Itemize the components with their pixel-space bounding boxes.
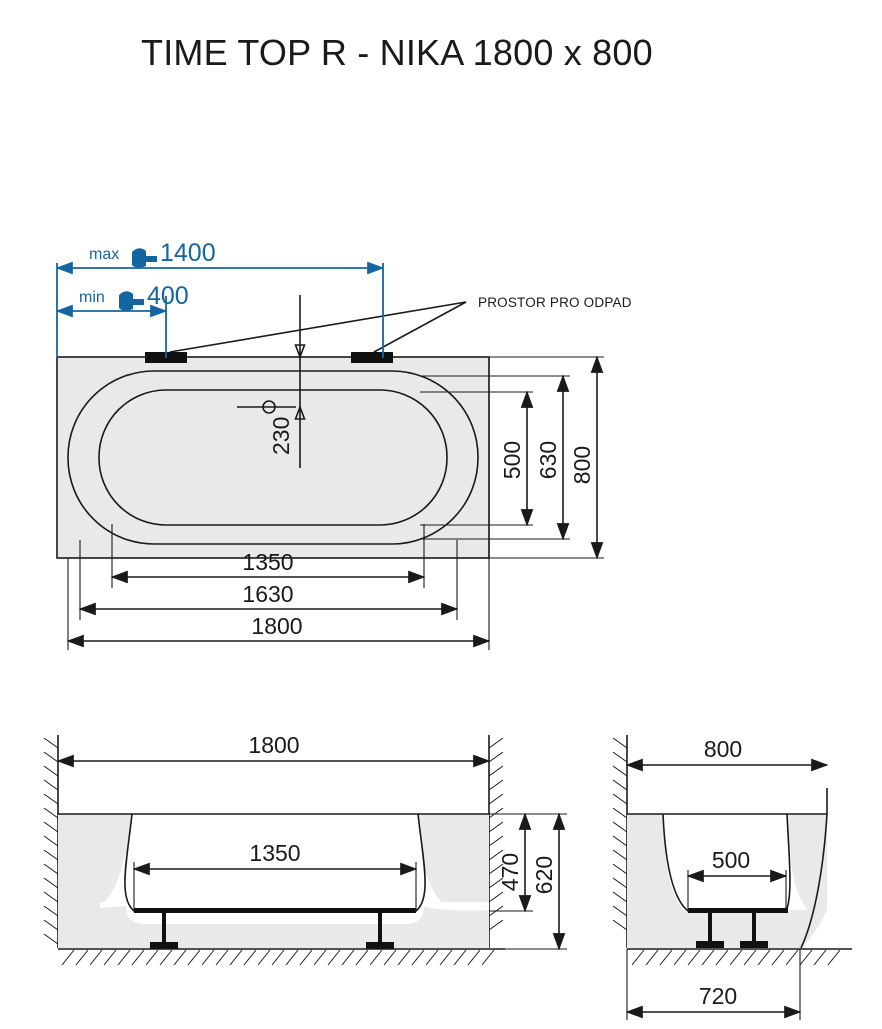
front-dim-470-label: 470	[497, 853, 523, 891]
side-outer-apron	[800, 813, 828, 949]
front-foot-right	[366, 942, 394, 949]
side-leg-right	[752, 913, 756, 945]
drain-offset-arrow-bottom	[294, 404, 306, 420]
side-floor-hatching	[631, 949, 841, 966]
front-left-wall-hatching	[43, 737, 59, 945]
front-left-shoulder-fill	[58, 814, 132, 902]
front-foot-left	[150, 942, 178, 949]
dim-1800-label: 1800	[251, 613, 302, 639]
min-faucet-prefix: min	[79, 289, 105, 306]
max-faucet-prefix: max	[89, 246, 119, 263]
front-dim-1350-label: 1350	[249, 840, 300, 866]
dim-1630-label: 1630	[242, 581, 293, 607]
dim-500-label: 500	[499, 441, 525, 479]
faucet-icon	[132, 248, 157, 268]
front-floor-hatching	[61, 949, 495, 966]
tub-rim-outer	[67, 370, 479, 545]
drain-offset-arrow-top	[294, 344, 306, 360]
waste-leader-right	[373, 301, 467, 353]
faucet-icon	[119, 291, 144, 311]
side-left-wall-hatching	[612, 737, 628, 931]
front-interior-white	[126, 814, 424, 910]
side-foot-left	[696, 941, 724, 948]
waste-leader-left	[169, 301, 467, 353]
drain-circle	[262, 400, 276, 414]
side-dim-500-label: 500	[712, 847, 750, 873]
page-title: TIME TOP R - NIKA 1800 x 800	[141, 32, 653, 73]
front-leg-right	[378, 913, 382, 946]
dim-1350-label: 1350	[242, 549, 293, 575]
front-right-wall-hatching	[488, 737, 504, 931]
front-elevation-view: 1800 1350 470 620	[43, 732, 567, 966]
waste-space-label: PROSTOR PRO ODPAD	[478, 295, 632, 310]
tub-rim-inner	[98, 389, 448, 526]
side-leg-left	[708, 913, 712, 945]
max-faucet-value: 1400	[160, 239, 216, 267]
waste-block-right	[351, 352, 393, 363]
side-tub-base-slab	[688, 908, 788, 913]
side-foot-right	[740, 941, 768, 948]
dim-800-label: 800	[569, 446, 595, 484]
side-interior-white-2	[663, 814, 790, 912]
top-view: PROSTOR PRO ODPAD 230 max 1400 min 400	[55, 239, 632, 650]
side-elevation-view: 800 500 720	[612, 735, 852, 1020]
front-dim-1800-label: 1800	[248, 732, 299, 758]
front-tub-base-slab	[134, 908, 416, 913]
min-faucet-value: 400	[147, 282, 189, 310]
front-right-shoulder-fill	[414, 814, 489, 902]
front-leg-left	[162, 913, 166, 946]
side-dim-720-label: 720	[699, 983, 737, 1009]
drain-offset-label: 230	[268, 417, 294, 455]
dim-630-label: 630	[535, 441, 561, 479]
front-dim-620-label: 620	[531, 856, 557, 894]
side-dim-800-label: 800	[704, 736, 742, 762]
